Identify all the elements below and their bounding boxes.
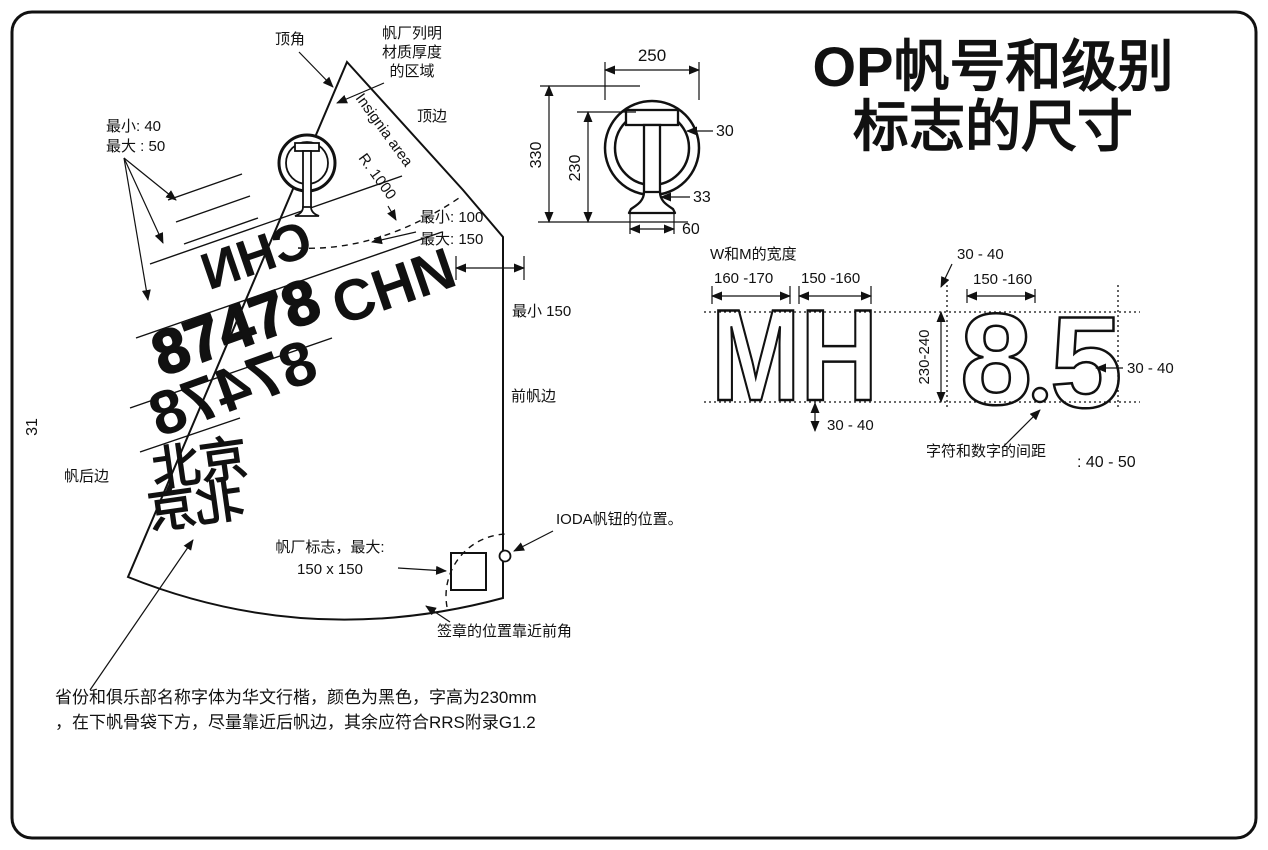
ioda-button-leader: [513, 530, 554, 552]
insignia-inner-height-value: 230: [567, 155, 584, 182]
radius-leader: [387, 205, 397, 221]
m-width-value: 160 -170: [714, 270, 773, 287]
foot-width-value: 60: [682, 221, 700, 238]
insignia-min-label: 最小: 100: [420, 209, 483, 226]
h-width-value: 150 -160: [801, 270, 860, 287]
sample-digit-8: 8: [960, 286, 1032, 432]
insignia-height-value: 330: [528, 142, 545, 169]
maker-logo-callout: 帆厂标志，最大: 150 x 150: [275, 539, 487, 591]
maker-logo-label-1: 帆厂标志，最大:: [275, 539, 384, 556]
insignia-detail: 250 330 230 30 33: [528, 46, 734, 238]
band-min-label: 最小: 40: [106, 118, 161, 135]
wm-width-label: W和M的宽度: [710, 246, 797, 263]
maker-area-note: 帆厂列明 材质厚度 的区域: [336, 25, 442, 104]
letter-spec: W和M的宽度 160 -170 150 -160 MH 230-240 30 -…: [704, 246, 1174, 471]
maker-logo-leader: [397, 565, 447, 575]
maker-logo-box: [450, 552, 487, 591]
stroke-top-value: 30 - 40: [957, 246, 1004, 263]
insignia-inner-height-dimension: [577, 111, 636, 223]
digit-width-value: 150 -160: [973, 271, 1032, 288]
h-width-dimension: [798, 286, 872, 304]
club-name: 北京: [149, 432, 251, 498]
footnote-leader: [89, 539, 194, 691]
band-max-label: 最大 : 50: [106, 138, 165, 155]
insignia-width-dimension: [604, 62, 700, 100]
decimal-point-mark: [1031, 386, 1049, 404]
char-height-value: 230-240: [916, 329, 933, 384]
title-line-2: 标志的尺寸: [853, 95, 1133, 158]
leech-label: 帆后边: [64, 468, 109, 485]
seal-label: 签章的位置靠近前角: [437, 622, 572, 640]
sail-outline: [126, 60, 504, 621]
spacing-value: : 40 - 50: [1077, 454, 1136, 471]
digit-width-dimension: [966, 289, 1036, 303]
insignia-distance-leader: [371, 231, 417, 245]
stroke-top-leader: [940, 263, 953, 288]
ioda-button-callout: IODA帆钮的位置。: [498, 511, 683, 563]
spacing-label: 字符和数字的间距: [926, 443, 1046, 460]
number-band-guides: [129, 173, 443, 453]
maker-area-line-1: 帆厂列明: [382, 25, 442, 42]
foot-width-dimension: [629, 214, 675, 234]
sample-letters: MH: [711, 282, 878, 428]
insignia-width-value: 250: [638, 46, 666, 65]
title-line-1: OP帆号和级别: [813, 35, 1174, 98]
insignia-height-dimension: [538, 85, 688, 223]
insignia-glyph: [603, 99, 701, 215]
spacing-leader: [1001, 409, 1041, 449]
sample-digit-5: 5: [1050, 289, 1122, 435]
luff-label: 前帆边: [511, 388, 556, 405]
maker-logo-label-2: 150 x 150: [297, 561, 363, 578]
seal-leader: [425, 605, 451, 623]
club-name-mirror: 北京: [145, 474, 247, 540]
stroke-bottom-value: 30 - 40: [827, 417, 874, 434]
luff-min-label: 最小 150: [512, 303, 571, 320]
stroke-right-value: 30 - 40: [1127, 360, 1174, 377]
m-width-dimension: [711, 286, 791, 304]
class-insignia-on-sail: [277, 133, 337, 217]
maker-area-line-3: 的区域: [389, 63, 434, 80]
ring-thickness-value: 30: [716, 123, 734, 140]
insignia-max-label: 最大: 150: [420, 231, 483, 248]
stem-width-value: 33: [693, 189, 711, 206]
maker-area-line-2: 材质厚度: [382, 44, 442, 61]
page-number: 31: [24, 418, 41, 436]
top-corner-label: 顶角: [275, 31, 305, 48]
ioda-button-label: IODA帆钮的位置。: [556, 511, 683, 528]
page-title: OP帆号和级别 标志的尺寸: [813, 35, 1174, 158]
seal-corner-arc: [445, 533, 507, 608]
top-corner-leader: [298, 51, 334, 88]
maker-area-leader: [336, 82, 385, 104]
top-edge-label: 顶边: [417, 108, 447, 125]
luff-min-dimension: 最小 150: [455, 256, 571, 320]
band-spacing-leaders: [123, 157, 177, 301]
footnote-line-2: ，在下帆骨袋下方，尽量靠近后帆边，其余应符合RRS附录G1.2: [55, 713, 536, 732]
ioda-button-mark: [498, 549, 512, 563]
footnote-line-1: 省份和俱乐部名称字体为华文行楷，颜色为黑色，字高为230mm: [55, 688, 537, 707]
